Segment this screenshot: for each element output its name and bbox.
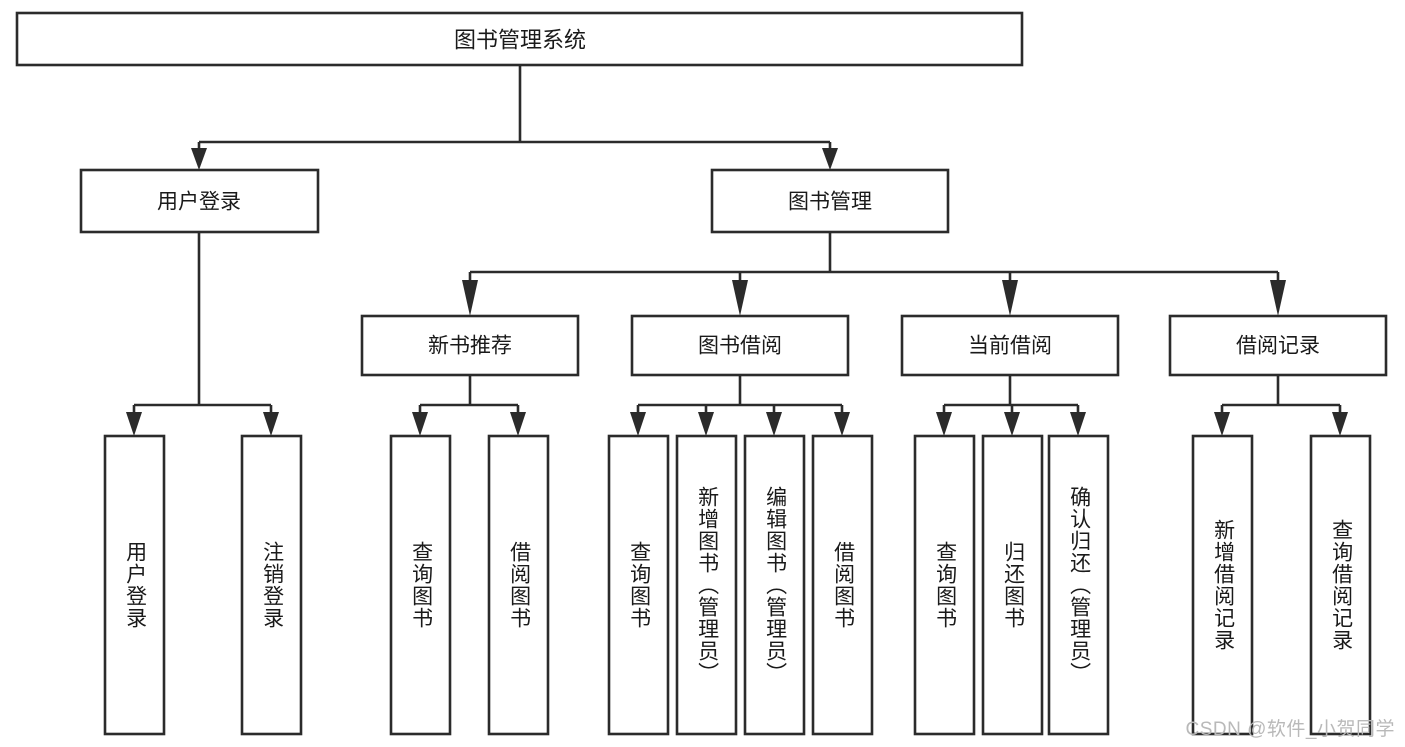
arrow-head-ul-leaf2 — [263, 412, 279, 436]
leaf-box-book-borrow-3[interactable] — [743, 434, 806, 736]
arrow-head-nb-leaf2 — [510, 412, 526, 436]
connector-group-new-book-to-leaves — [412, 375, 526, 436]
leaf-group-user-login — [103, 434, 303, 736]
node-book-borrow[interactable]: 图书借阅 — [630, 314, 850, 377]
arrow-head-book-manage — [822, 148, 838, 170]
arrow-head-bb-leaf4 — [834, 412, 850, 436]
arrow-head-level3-2 — [732, 280, 748, 316]
arrow-head-level3-1 — [462, 280, 478, 316]
arrow-head-ul-leaf1 — [126, 412, 142, 436]
leaf-box-book-borrow-2[interactable] — [675, 434, 738, 736]
arrow-head-bb-leaf3 — [766, 412, 782, 436]
leaf-box-book-borrow-4[interactable] — [811, 434, 874, 736]
connector-group-user-login-to-leaves — [126, 232, 279, 436]
arrow-head-user-login — [191, 148, 207, 170]
leaf-group-book-borrow — [607, 434, 874, 736]
node-root-label: 图书管理系统 — [454, 28, 586, 53]
leaf-box-new-book-2[interactable] — [487, 434, 550, 736]
arrow-head-cb-leaf2 — [1004, 412, 1020, 436]
connector-group-borrow-record-to-leaves — [1214, 375, 1348, 436]
node-current-borrow[interactable]: 当前借阅 — [900, 314, 1120, 377]
node-user-login-box[interactable] — [79, 168, 320, 234]
connector-group-book-manage-to-level3 — [462, 232, 1286, 316]
leaf-group-borrow-record — [1191, 434, 1372, 736]
leaf-group-new-book-recommend — [389, 434, 550, 736]
node-user-login[interactable]: 用户登录 — [79, 168, 320, 234]
arrow-head-bb-leaf2 — [698, 412, 714, 436]
leaf-box-user-login-2[interactable] — [240, 434, 303, 736]
leaf-box-new-book-1[interactable] — [389, 434, 452, 736]
leaf-box-user-login-1[interactable] — [103, 434, 166, 736]
leaf-box-current-borrow-2[interactable] — [981, 434, 1044, 736]
arrow-head-br-leaf2 — [1332, 412, 1348, 436]
leaf-group-current-borrow — [913, 434, 1110, 736]
node-borrow-record[interactable]: 借阅记录 — [1168, 314, 1388, 377]
node-new-book-recommend[interactable]: 新书推荐 — [360, 314, 580, 377]
node-new-book-recommend-box[interactable] — [360, 314, 580, 377]
node-root-box[interactable] — [15, 11, 1024, 67]
leaf-box-current-borrow-1[interactable] — [913, 434, 976, 736]
connector-group-root-to-level2 — [191, 65, 838, 170]
leaf-box-borrow-record-1[interactable] — [1191, 434, 1254, 736]
leaf-box-borrow-record-2[interactable] — [1309, 434, 1372, 736]
watermark-text: CSDN @软件_小贺同学 — [1185, 719, 1395, 740]
node-current-borrow-box[interactable] — [900, 314, 1120, 377]
node-borrow-record-label: 借阅记录 — [1236, 335, 1320, 358]
arrow-head-br-leaf1 — [1214, 412, 1230, 436]
node-book-borrow-box[interactable] — [630, 314, 850, 377]
node-root-system[interactable]: 图书管理系统 — [15, 11, 1024, 67]
node-book-management-box[interactable] — [710, 168, 950, 234]
leaf-box-current-borrow-3[interactable] — [1047, 434, 1110, 736]
connector-group-current-borrow-to-leaves — [936, 375, 1086, 436]
node-book-management[interactable]: 图书管理 — [710, 168, 950, 234]
node-book-management-label: 图书管理 — [788, 191, 872, 214]
arrow-head-level3-3 — [1002, 280, 1018, 316]
node-borrow-record-box[interactable] — [1168, 314, 1388, 377]
arrow-head-cb-leaf3 — [1070, 412, 1086, 436]
node-book-borrow-label: 图书借阅 — [698, 335, 782, 358]
node-current-borrow-label: 当前借阅 — [968, 335, 1052, 358]
arrow-head-level3-4 — [1270, 280, 1286, 316]
arrow-head-cb-leaf1 — [936, 412, 952, 436]
arrow-head-bb-leaf1 — [630, 412, 646, 436]
connector-group-book-borrow-to-leaves — [630, 375, 850, 436]
arrow-head-nb-leaf1 — [412, 412, 428, 436]
node-new-book-recommend-label: 新书推荐 — [428, 335, 512, 358]
node-user-login-label: 用户登录 — [157, 191, 241, 214]
leaf-box-book-borrow-1[interactable] — [607, 434, 670, 736]
